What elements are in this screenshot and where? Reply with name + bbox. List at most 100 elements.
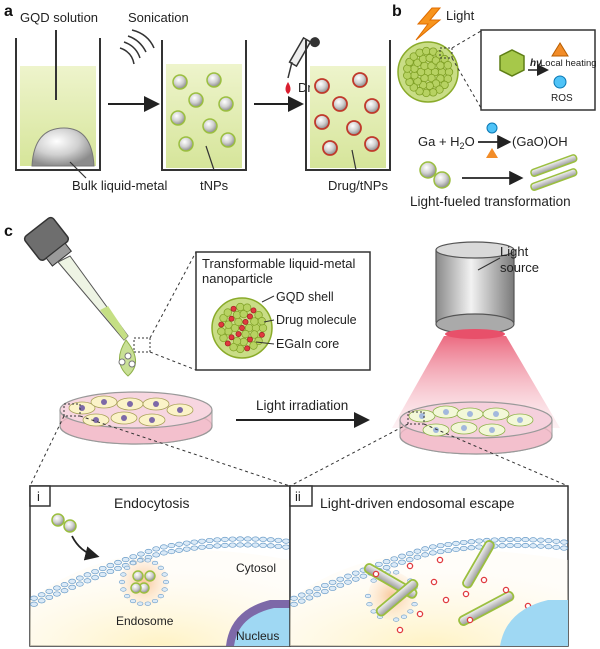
- petri-dish-right: [399, 401, 553, 455]
- gqd-dot: [258, 323, 268, 333]
- drug-molecule-dot: [258, 331, 265, 338]
- lipid: [321, 588, 329, 595]
- released-drug-molecule: [442, 596, 450, 604]
- lipid: [498, 543, 507, 549]
- gqd-dot: [234, 317, 243, 327]
- lipid: [152, 546, 161, 552]
- endosomal-escape-label: Light-driven endosomal escape: [320, 495, 515, 511]
- lipid: [124, 594, 131, 599]
- light-irradiation-label: Light irradiation: [256, 398, 348, 413]
- lipid: [114, 565, 122, 572]
- lipid: [83, 578, 92, 584]
- gqd-hexagon-icon: [499, 49, 525, 77]
- lipid: [198, 538, 206, 544]
- lipid: [313, 586, 321, 592]
- lipid: [544, 538, 553, 544]
- lipid: [259, 536, 267, 542]
- drug-molecule-dot: [244, 345, 251, 352]
- lipid: [405, 551, 414, 557]
- ros-label: ROS: [551, 93, 573, 104]
- lipid: [236, 536, 245, 542]
- gqd-dot: [217, 327, 226, 336]
- cell-nucleus: [493, 411, 499, 417]
- lipid: [182, 546, 191, 552]
- lipid: [274, 537, 283, 543]
- lipid: [60, 588, 69, 594]
- cell-nucleus: [121, 415, 127, 421]
- local-heating-icon: [551, 42, 569, 57]
- released-drug-molecule: [462, 590, 470, 598]
- lipid: [351, 570, 360, 576]
- lipid: [400, 614, 408, 619]
- nucleus: [234, 608, 290, 646]
- lipid: [521, 543, 530, 549]
- released-drug-molecule: [416, 610, 424, 618]
- gqd-dot: [403, 71, 412, 80]
- lipid: [121, 557, 130, 563]
- lipid: [405, 557, 414, 563]
- local-heating-label: Local heating: [540, 58, 597, 69]
- lipid: [157, 565, 164, 570]
- endocytosis-label: Endocytosis: [114, 495, 189, 511]
- lipid: [124, 565, 131, 570]
- drug-molecule-dot: [235, 331, 242, 338]
- cell-nucleus: [517, 417, 523, 423]
- lipid: [411, 602, 418, 607]
- lipid: [159, 550, 168, 556]
- drug-molecule-dot: [247, 336, 253, 343]
- lipid: [490, 537, 499, 543]
- lipid: [382, 559, 391, 565]
- gqd-dot: [243, 303, 252, 312]
- lipid: [251, 536, 260, 542]
- cell-nucleus: [461, 425, 467, 431]
- lipid: [475, 538, 483, 544]
- released-drug-molecule: [436, 556, 444, 564]
- lipid: [144, 601, 151, 606]
- panel-c-letter: c: [4, 223, 13, 240]
- cell-nucleus: [153, 401, 159, 407]
- lipid: [120, 587, 127, 592]
- lipid: [175, 541, 183, 547]
- lipid: [236, 542, 245, 548]
- drug-molecule-dot: [228, 315, 235, 322]
- gqd-dot: [250, 330, 259, 339]
- gqd-dot: [405, 57, 414, 67]
- lipid: [560, 545, 568, 551]
- lipid: [336, 582, 345, 588]
- endosome-label: Endosome: [116, 614, 174, 628]
- gqd-dot: [422, 46, 431, 56]
- lipid: [266, 543, 275, 549]
- light-source-label-2: source: [500, 260, 539, 275]
- lipid: [144, 558, 151, 563]
- pipette-icon: [23, 216, 151, 377]
- lipid: [98, 571, 107, 578]
- lipid: [167, 549, 176, 555]
- lipid: [393, 617, 400, 622]
- nucleus-ii: [500, 600, 568, 646]
- gqd-dot: [428, 88, 438, 97]
- egain-core-label: EGaIn core: [276, 337, 339, 351]
- lipid: [68, 578, 77, 584]
- lipid: [544, 544, 553, 550]
- lipid: [137, 601, 144, 606]
- lipid: [129, 560, 137, 566]
- drug-molecule-dot: [228, 334, 235, 341]
- lipid: [129, 554, 138, 560]
- hv-label: hν: [530, 58, 542, 69]
- lipid: [251, 542, 260, 548]
- lipid: [521, 537, 530, 543]
- drug-molecule-dot: [218, 321, 225, 328]
- lipid: [351, 576, 360, 582]
- lipid: [91, 569, 99, 575]
- lipid: [313, 592, 321, 598]
- lipid: [459, 539, 468, 546]
- tnp-particles: [170, 72, 236, 152]
- lipid: [151, 598, 159, 604]
- lipid: [137, 551, 145, 557]
- lipid: [429, 544, 437, 550]
- lipid: [162, 579, 170, 585]
- lipid: [382, 565, 391, 571]
- lipid: [429, 550, 437, 556]
- cell-nucleus: [467, 411, 473, 417]
- lipid: [498, 537, 507, 543]
